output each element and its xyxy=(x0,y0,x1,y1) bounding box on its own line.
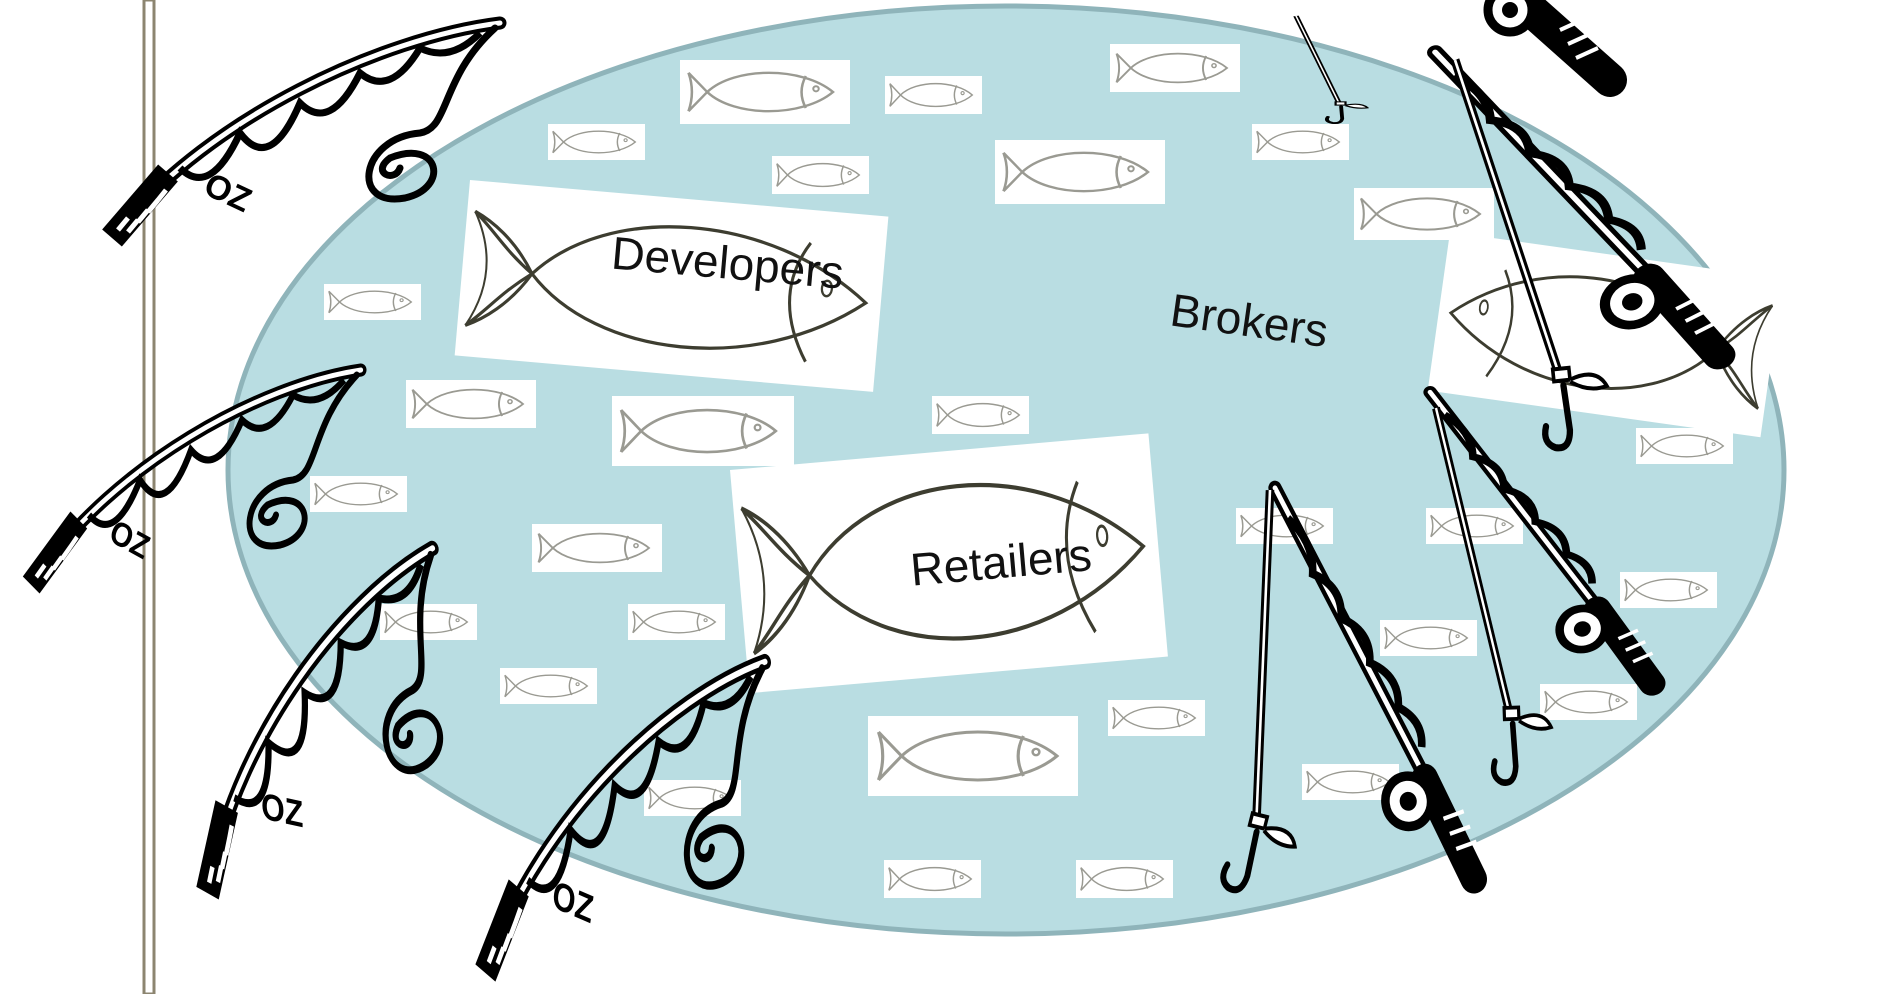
small-fish-icon xyxy=(883,859,982,899)
small-fish-icon xyxy=(1251,123,1350,161)
small-fish-icon xyxy=(866,714,1080,798)
small-fish-icon xyxy=(309,475,408,513)
small-fish-icon xyxy=(1425,507,1524,545)
small-fish-icon xyxy=(627,603,726,641)
small-fish-icon xyxy=(678,58,852,126)
small-fish-icon xyxy=(323,283,422,321)
small-fish-icon xyxy=(1379,619,1478,657)
small-fish-icon xyxy=(379,603,478,641)
reel-handle-icon xyxy=(1483,0,1627,97)
small-fish-icon xyxy=(993,138,1167,206)
small-fish-icon xyxy=(1619,571,1718,609)
small-fish-icon xyxy=(1075,859,1174,899)
small-fish-icon xyxy=(771,155,870,195)
small-fish-icon xyxy=(405,379,537,429)
small-fish-icon xyxy=(1107,699,1206,737)
small-fish-icon xyxy=(547,123,646,161)
small-fish-icon xyxy=(499,667,598,705)
small-fish-icon xyxy=(1635,427,1734,465)
small-fish-icon xyxy=(610,394,796,468)
small-fish-icon xyxy=(1109,43,1241,93)
vertical-post xyxy=(142,0,156,994)
small-fish-icon xyxy=(531,523,663,573)
small-fish-icon xyxy=(884,75,983,115)
small-fish-icon xyxy=(1352,186,1496,242)
small-fish-icon xyxy=(931,395,1030,435)
small-fish-icon xyxy=(1539,683,1638,721)
